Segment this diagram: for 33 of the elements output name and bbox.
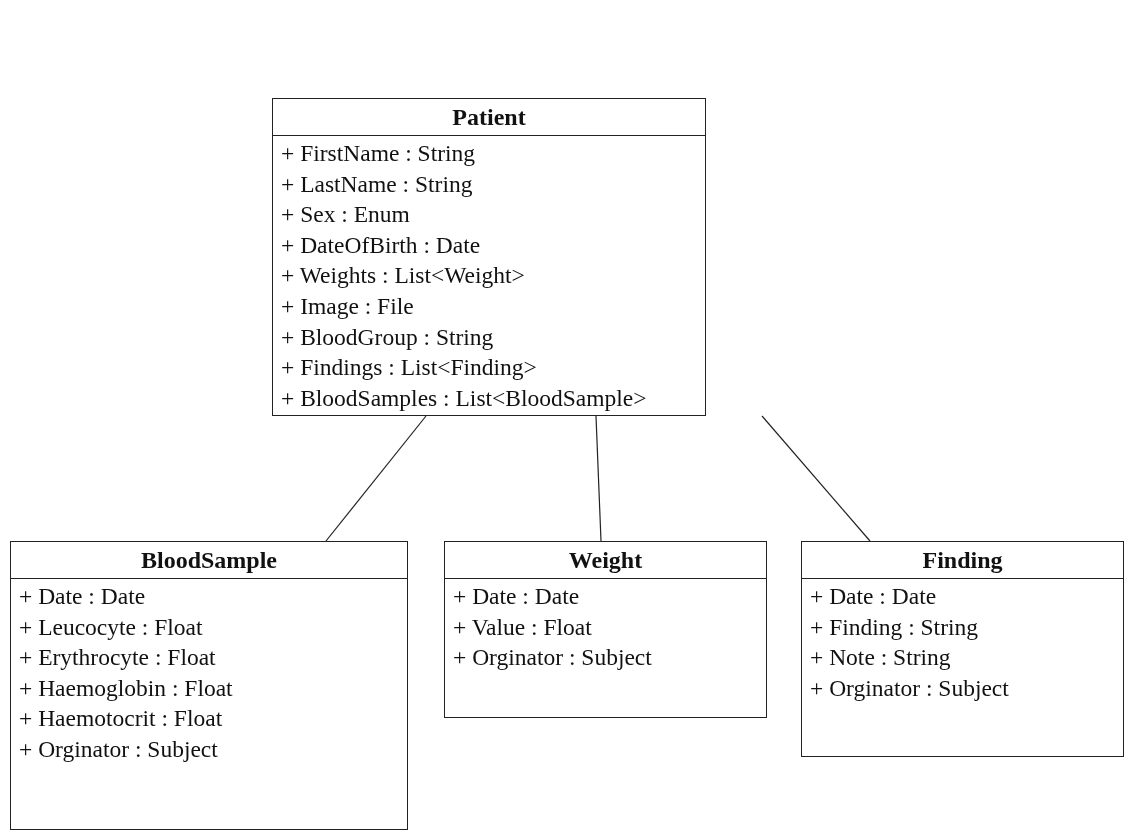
class-name: BloodSample [141,547,277,573]
connector-line [325,415,427,542]
attribute-text: + Sex : Enum [280,200,410,230]
attribute-text: + FirstName : String [280,139,476,168]
attribute-text: + Date : Date [809,582,937,611]
connector-line [595,415,602,542]
class-name: Patient [452,104,526,130]
attribute-text: + Leucocyte : Float [18,612,203,642]
attribute-text: + Orginator : Subject [18,734,218,764]
attribute-text: + Date : Date [452,582,580,611]
attribute-text: + BloodGroup : String [280,322,494,352]
class-box [10,541,408,830]
class-box [272,98,706,416]
attribute-text: + Finding : String [809,612,978,642]
attribute-text: + Image : File [280,291,414,321]
attribute-text: + Haemoglobin : Float [18,673,233,703]
connector-line [761,415,871,542]
attribute-text: + Findings : List<Finding> [280,353,537,383]
class-box [444,541,767,718]
class-name: Finding [922,547,1003,573]
attribute-text: + Orginator : Subject [452,643,652,673]
class-name: Weight [568,547,643,573]
attribute-text: + Weights : List<Weight> [280,261,525,291]
attribute-text: + Haemotocrit : Float [18,704,223,734]
attribute-text: + Date : Date [18,582,146,611]
attribute-text: + Note : String [809,643,951,673]
class-box [801,541,1124,757]
attribute-text: + Erythrocyte : Float [18,643,216,673]
attribute-text: + Value : Float [452,612,592,642]
attribute-text: + Orginator : Subject [809,673,1009,703]
attribute-text: + LastName : String [280,169,473,199]
attribute-text: + BloodSamples : List<BloodSample> [280,383,647,413]
attribute-text: + DateOfBirth : Date [280,230,481,260]
